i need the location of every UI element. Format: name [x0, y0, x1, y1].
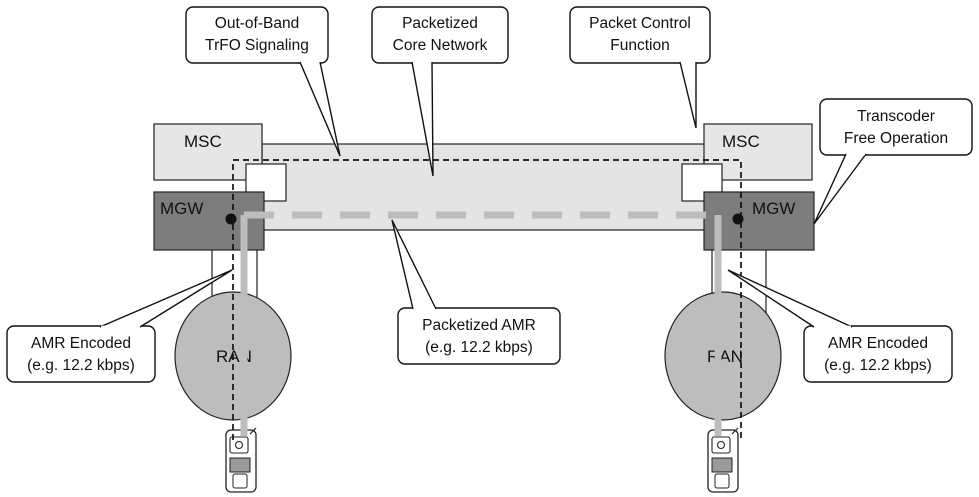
callout-out-of-band-line1: Out-of-Band [215, 15, 299, 32]
ran-right-label: RAN [707, 347, 743, 366]
callout-packet-control: Packet Control Function [569, 6, 711, 129]
callout-amr-left: AMR Encoded (e.g. 12.2 kbps) [6, 269, 233, 383]
callout-packetized-core-line1: Packetized [402, 15, 478, 32]
callout-packet-control-line2: Function [610, 37, 669, 54]
msc-mgw-link-left [245, 163, 287, 202]
phone-left-icon [225, 427, 257, 493]
callout-transcoder: Transcoder Free Operation [813, 98, 973, 225]
callout-amr-right-line1: AMR Encoded [828, 335, 928, 352]
callout-transcoder-line1: Transcoder [857, 108, 935, 125]
mgw-right-box [703, 191, 815, 251]
ran-right [664, 291, 782, 421]
right-site: MSC RAN MGW [664, 123, 815, 493]
phone-right-icon [707, 427, 739, 493]
mgw-left-label: MGW [160, 199, 203, 218]
callout-packet-control-line1: Packet Control [589, 15, 691, 32]
callout-packetized-core: Packetized Core Network [371, 6, 509, 177]
msc-left-label: MSC [184, 132, 222, 151]
callout-out-of-band-line2: TrFO Signaling [205, 37, 309, 54]
mgw-left-box [153, 191, 265, 251]
callout-out-of-band: Out-of-Band TrFO Signaling [185, 6, 341, 157]
callout-packetized-core-line2: Core Network [393, 37, 488, 54]
msc-left-box [153, 123, 263, 181]
callout-amr-left-line2: (e.g. 12.2 kbps) [27, 357, 135, 374]
left-site: MSC RAN MGW [153, 123, 292, 493]
callout-packetized-amr-line2: (e.g. 12.2 kbps) [425, 339, 533, 356]
msc-right-label: MSC [722, 132, 760, 151]
mgw-right-dot [732, 213, 744, 225]
callout-transcoder-line2: Free Operation [844, 130, 948, 147]
callout-amr-right-line2: (e.g. 12.2 kbps) [824, 357, 932, 374]
callout-packetized-amr-line1: Packetized AMR [422, 317, 536, 334]
trfo-signaling-path [232, 159, 742, 440]
mgw-left-dot [225, 213, 237, 225]
callout-packetized-amr: Packetized AMR (e.g. 12.2 kbps) [391, 219, 561, 365]
mgw-right-label: MGW [752, 199, 795, 218]
callout-amr-left-line1: AMR Encoded [31, 335, 131, 352]
callout-amr-right: AMR Encoded (e.g. 12.2 kbps) [727, 269, 953, 383]
